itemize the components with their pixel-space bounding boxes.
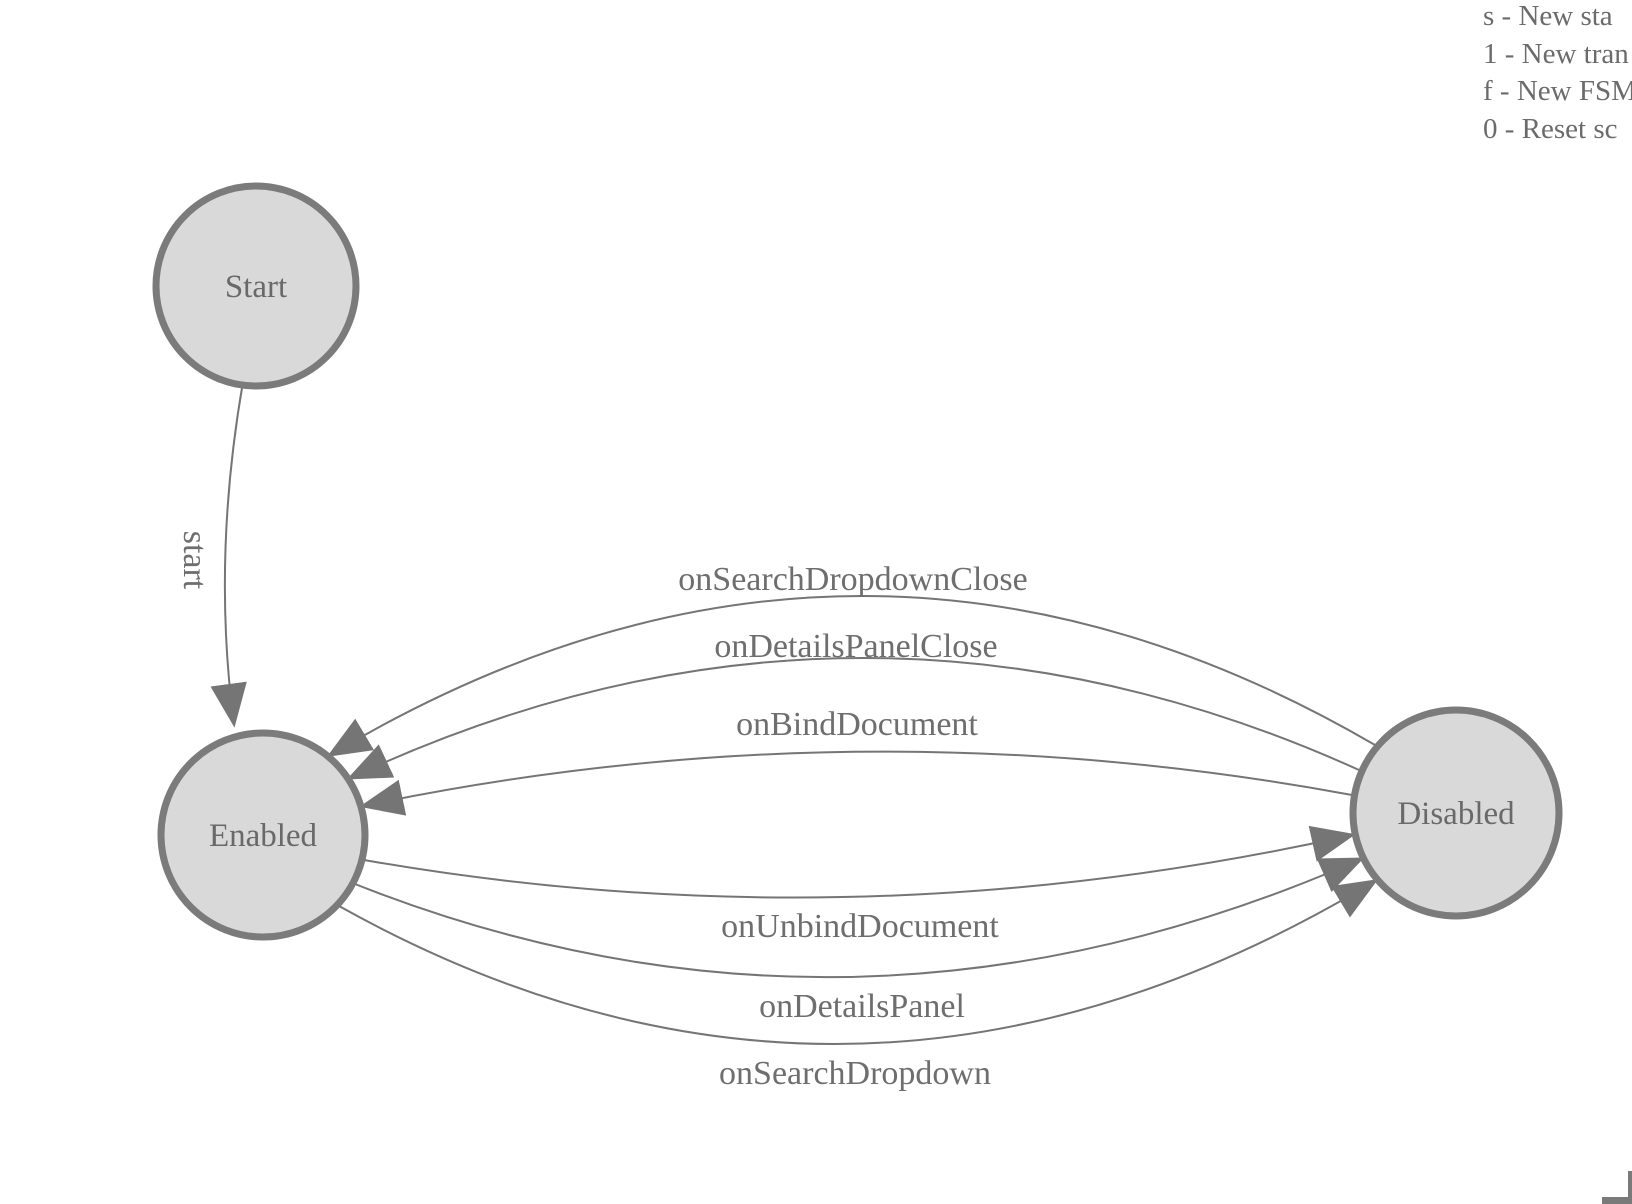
legend-line-new-fsm: f - New FSM: [1483, 75, 1632, 108]
edge-label-start: start: [176, 531, 213, 590]
edge-ondetailspanel[interactable]: [354, 857, 1365, 979]
edge-label-ondetailspanel: onDetailsPanel: [759, 988, 965, 1025]
legend-line-new-state: s - New sta: [1483, 0, 1613, 32]
state-circle-disabled[interactable]: [1349, 706, 1563, 920]
state-node-enabled[interactable]: Enabled: [157, 729, 369, 941]
legend-line-reset: 0 - Reset sc: [1483, 112, 1618, 145]
corner-mark-vertical: [1628, 1171, 1632, 1198]
state-node-disabled[interactable]: Disabled: [1349, 706, 1563, 920]
edge-onunbinddocument[interactable]: [363, 825, 1356, 899]
edge-label-onsearchdropdown: onSearchDropdown: [719, 1055, 991, 1092]
legend-line-new-transition: 1 - New tran: [1483, 37, 1629, 70]
canvas-corner-mark: [1602, 1171, 1632, 1204]
edge-label-ondetailspanelclose: onDetailsPanelClose: [714, 628, 997, 665]
edge-onbinddocument[interactable]: [359, 750, 1353, 816]
edge-label-onunbinddocument: onUnbindDocument: [721, 908, 999, 945]
edge-onsearchdropdownclose[interactable]: [326, 594, 1376, 757]
edge-label-onsearchdropdownclose: onSearchDropdownClose: [678, 561, 1027, 598]
edge-ondetailspanelclose[interactable]: [346, 656, 1360, 780]
state-circle-enabled[interactable]: [157, 729, 369, 941]
state-circle-start[interactable]: [152, 182, 360, 390]
state-label-start: Start: [225, 269, 287, 305]
state-label-disabled: Disabled: [1397, 796, 1515, 832]
edge-start-to-enabled[interactable]: [210, 381, 247, 728]
edge-onsearchdropdown[interactable]: [338, 879, 1379, 1045]
state-node-start[interactable]: Start: [152, 182, 360, 390]
corner-mark-horizontal: [1602, 1197, 1632, 1204]
edge-label-onbinddocument: onBindDocument: [736, 706, 978, 743]
hotkey-legend: s - New sta 1 - New tran f - New FSM 0 -…: [1483, 0, 1632, 148]
state-label-enabled: Enabled: [209, 818, 318, 854]
